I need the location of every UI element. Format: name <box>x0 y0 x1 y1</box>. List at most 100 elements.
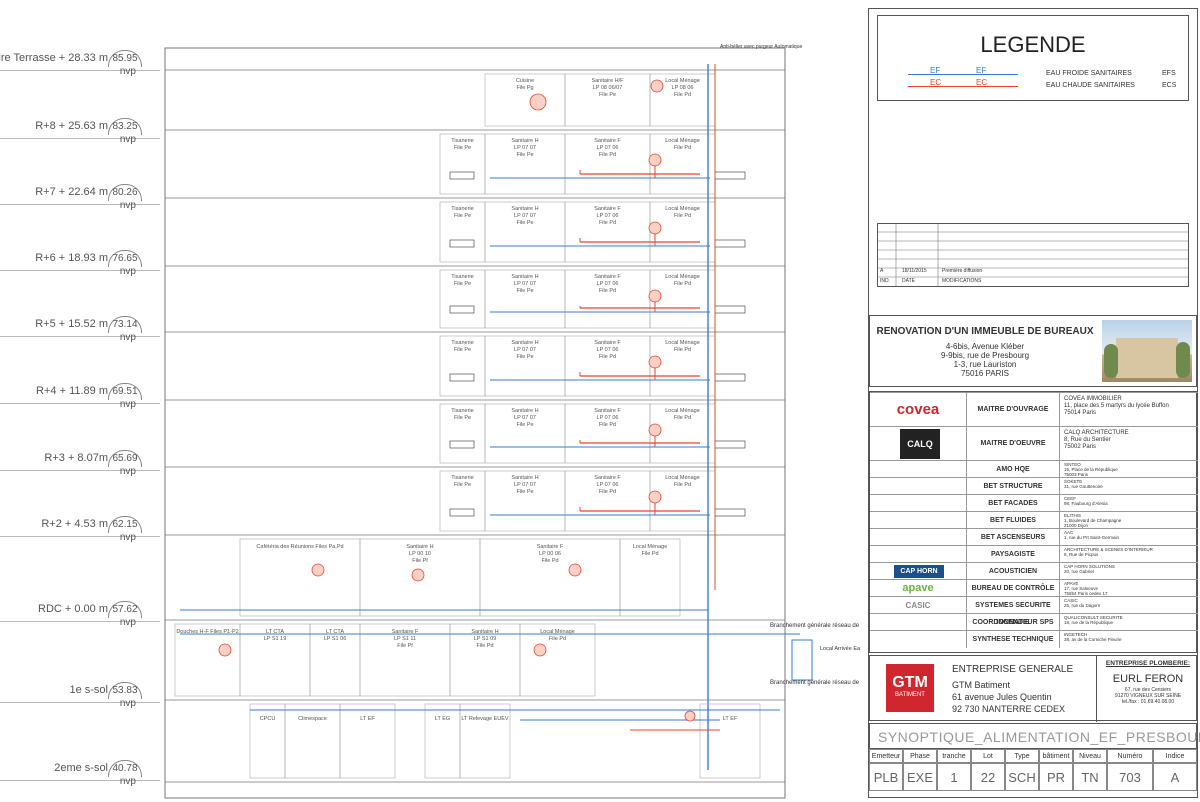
project-box: RENOVATION D'UN IMMEUBLE DE BUREAUX 4-6b… <box>869 315 1197 387</box>
level-unit: nvp <box>119 532 136 543</box>
stakeholder-logo <box>874 548 962 561</box>
stakeholder-company: SOKETE 31, rue Gouttenoire <box>1064 479 1103 489</box>
code-header: Lot <box>971 749 1005 763</box>
project-address-line: 9-9bis, rue de Presbourg <box>940 351 1030 360</box>
stakeholder-logo <box>874 633 962 646</box>
room-label: File Pe <box>454 415 471 421</box>
rev-header-ind: IND. <box>880 278 890 284</box>
room-label: LP 00 06 <box>539 551 561 557</box>
contractor-name: GTM Batiment <box>952 680 1011 690</box>
level-name: R+7 + 22.64 m <box>35 186 108 198</box>
room-label: File Pe <box>454 145 471 151</box>
water-heater <box>648 355 662 369</box>
code-header: Phase <box>903 749 937 763</box>
stakeholder-company: CEEF 98, Faubourg d'Alesia <box>1064 496 1108 506</box>
stakeholder-logo: apave <box>902 582 934 594</box>
room-label: File Pd <box>641 551 658 557</box>
project-address-line: 4-6bis, Avenue Kléber <box>945 342 1025 351</box>
room-label: File Pd <box>674 213 691 219</box>
room-label: Cuisine <box>516 78 534 84</box>
water-heater <box>411 568 425 582</box>
room-label: File Pg <box>516 85 533 91</box>
room-label: LP 00 10 <box>409 551 431 557</box>
stakeholder-row: AMO HQE SINTEO 15, Place de la République… <box>870 460 1198 478</box>
plumber-title: ENTREPRISE PLOMBERIE: <box>1105 660 1191 667</box>
level-ngf: 53.83 <box>108 682 142 699</box>
gtm-logo: GTM BATIMENT <box>886 664 934 712</box>
water-heater <box>648 490 662 504</box>
stakeholder-logo <box>874 497 962 510</box>
room-label: File Pe <box>454 213 471 219</box>
room-label: File Pf <box>397 643 413 649</box>
water-heater <box>650 79 664 93</box>
legend-code: EF <box>976 66 987 75</box>
water-heater <box>311 563 325 577</box>
room <box>619 538 681 617</box>
room-label: LP 07 07 <box>514 281 536 287</box>
room-label: Sanitaire H <box>511 138 538 144</box>
stakeholder-role: MAITRE D'OEUVRE <box>966 427 1060 461</box>
level-unit: nvp <box>119 266 136 277</box>
room-label: File Pe <box>516 489 533 495</box>
label-tag <box>714 440 746 449</box>
room-label: File Pd <box>599 489 616 495</box>
room-label: Local Ménage <box>665 340 700 346</box>
room-label: File Pd <box>674 415 691 421</box>
stakeholder-logo <box>874 463 962 476</box>
room <box>459 703 511 779</box>
stakeholder-role: SYNTHESE TECHNIQUE <box>966 631 1060 648</box>
label-tag <box>449 171 475 180</box>
label-tag <box>449 239 475 248</box>
room-label: LP S1 19 <box>264 636 287 642</box>
code-value: 1 <box>937 763 971 791</box>
room-label: LP 07 07 <box>514 347 536 353</box>
level-name: 2eme s-sol <box>54 762 108 774</box>
water-heater <box>568 563 582 577</box>
code-value: TN <box>1073 763 1107 791</box>
code-header: Numéro <box>1107 749 1153 763</box>
stakeholder-logo: CASIC <box>905 601 931 610</box>
room <box>519 623 596 697</box>
code-value: EXE <box>903 763 937 791</box>
room-label: File Pe <box>516 288 533 294</box>
room-label: File Pd <box>674 281 691 287</box>
stakeholder-role: BET STRUCTURE <box>966 478 1060 495</box>
level-name: R+2 + 4.53 m <box>41 518 108 530</box>
legend-abbr: EFS <box>1162 70 1176 77</box>
room-label: Local Ménage <box>665 78 700 84</box>
code-value: 703 <box>1107 763 1153 791</box>
stakeholder-role: MAITRE D'OUVRAGE <box>966 393 1060 427</box>
room-label: LT Relevage EUEV <box>461 716 509 722</box>
level-name: R+5 + 15.52 m <box>35 318 108 330</box>
stakeholder-company: CASIC 25, rue du Dagorn <box>1064 598 1101 608</box>
stakeholder-company: SINTEO 15, Place de la République 75003 … <box>1064 462 1118 477</box>
stakeholder-company: QUALICONSULT SECURITE 18, rue de la Répu… <box>1064 615 1123 625</box>
room-label: File Pe <box>516 422 533 428</box>
room-label: LP 08 06 <box>672 85 694 91</box>
level-name: Toiture Terrasse + 28.33 m <box>0 52 108 64</box>
room-label: File Pd <box>549 636 566 642</box>
stakeholder-logo <box>874 616 962 629</box>
room-label: LP 07 07 <box>514 213 536 219</box>
level-ngf: 83.25 <box>108 118 142 135</box>
code-header: bâtiment <box>1039 749 1073 763</box>
room-label: File Pd <box>599 422 616 428</box>
label-tag <box>449 440 475 449</box>
stakeholder-role: AMO HQE <box>966 461 1060 478</box>
local-arrivee: Local Arrivée Eau Potable File Pf <box>820 646 860 652</box>
room-label: Sanitaire H <box>511 206 538 212</box>
room-label: Douches H-F Files P1-P2 <box>176 629 238 635</box>
water-heater <box>529 93 547 111</box>
water-heater <box>218 643 232 657</box>
code-header: tranche <box>937 749 971 763</box>
room-label: LP 07 07 <box>514 415 536 421</box>
room-label: Sanitaire F <box>594 274 621 280</box>
room <box>699 703 761 779</box>
level-unit: nvp <box>119 332 136 343</box>
